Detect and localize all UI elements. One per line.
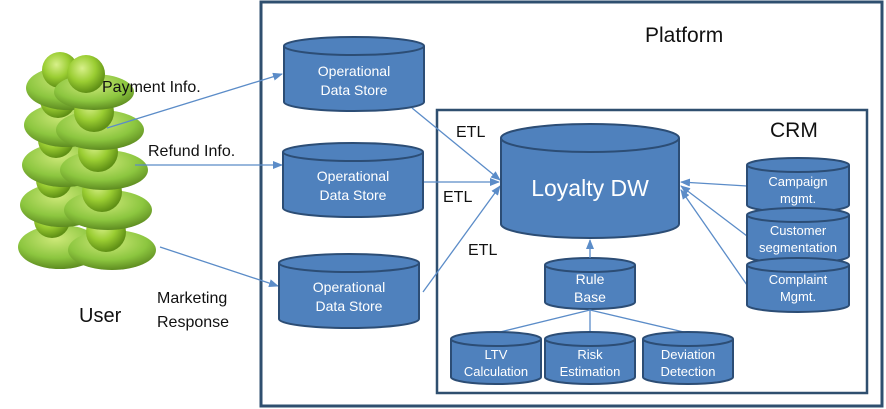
risk-label-line2: Estimation [560,364,621,379]
marketing-response-label-line2: Response [157,314,229,331]
ltv-to-rule-line [495,309,591,334]
ods-1-label-line1: Operational [318,63,390,79]
ods-cylinder-1 [283,36,425,112]
rule-base-cylinder [544,257,636,310]
risk-estimation-cylinder [544,331,636,385]
ods-cylinder-3 [278,253,420,329]
loyalty-dw-cylinder [500,123,680,239]
ltv-label-line2: Calculation [464,364,528,379]
platform-title: Platform [645,24,723,47]
segmentation-label-line2: segmentation [759,240,837,255]
etl-label-1: ETL [456,124,485,141]
ltv-calculation-cylinder [450,331,542,385]
refund-info-label: Refund Info. [148,143,235,160]
ods-2-label-line2: Data Store [320,187,387,203]
deviation-label-line2: Detection [661,364,716,379]
rule-base-label-line2: Base [574,289,606,305]
user-icon [18,52,156,270]
ods-cylinder-2 [282,142,424,218]
payment-flow-arrow [106,72,283,129]
deviation-to-rule-line [589,309,689,334]
ltv-label-line1: LTV [485,347,508,362]
marketing-response-label-line1: Marketing [157,290,227,307]
complaint-mgmt-cylinder [746,257,850,313]
ods-3-label-line1: Operational [313,279,385,295]
etl-arrow-3 [422,185,501,293]
deviation-detection-cylinder [642,331,734,385]
marketing-flow-arrow [159,246,279,287]
etl-label-3: ETL [468,242,497,259]
ods-1-label-line2: Data Store [321,82,388,98]
segmentation-to-dw-arrow [680,185,748,237]
ods-2-label-line1: Operational [317,168,389,184]
user-label: User [79,305,122,327]
risk-label-line1: Risk [577,347,603,362]
crm-title: CRM [770,119,818,142]
campaign-label-line2: mgmt. [780,191,816,206]
campaign-mgmt-cylinder [746,157,850,213]
etl-arrow-1 [411,107,501,181]
ods-3-label-line2: Data Store [316,298,383,314]
complaint-label-line2: Mgmt. [780,289,816,304]
campaign-label-line1: Campaign [768,174,827,189]
complaint-to-dw-arrow [680,189,748,286]
etl-label-2: ETL [443,189,472,206]
campaign-to-dw-arrow [680,178,748,187]
segmentation-label-line1: Customer [770,223,827,238]
payment-info-label: Payment Info. [102,79,201,96]
deviation-label-line1: Deviation [661,347,715,362]
rule-base-label-line1: Rule [576,271,605,287]
loyalty-dw-label: Loyalty DW [531,175,649,201]
complaint-label-line1: Complaint [769,272,828,287]
